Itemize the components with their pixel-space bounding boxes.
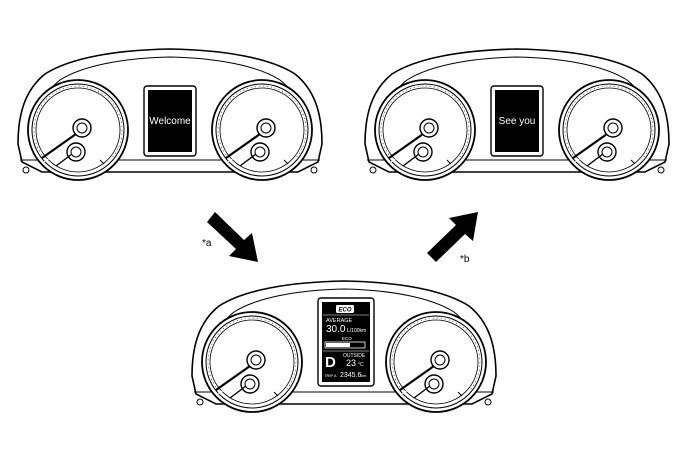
cluster-multi-info: ECO AVERAGE 30.0 L/100km ECO D OUTSIDE 2… <box>191 280 497 414</box>
eco-badge-text: ECO <box>338 308 351 314</box>
gear-indicator: D <box>325 354 336 371</box>
arrow-b-icon <box>427 212 478 262</box>
cluster-welcome: Welcome <box>17 48 323 182</box>
arrow-b: *b <box>427 212 478 265</box>
trip-value: 2345.6 <box>340 372 362 379</box>
average-unit: L/100km <box>347 328 366 334</box>
welcome-screen <box>148 90 192 152</box>
cluster-see-you: See you <box>364 48 670 182</box>
outside-temp: 23 <box>346 358 356 368</box>
trip-label: TRIP A <box>324 373 337 378</box>
eco-bar-fill <box>326 343 350 347</box>
arrow-a-icon <box>207 212 258 262</box>
outside-label: OUTSIDE <box>343 353 366 359</box>
see-you-text: See you <box>499 116 536 127</box>
eco-bar <box>324 341 366 349</box>
outside-unit: °C <box>358 362 364 368</box>
average-label: AVERAGE <box>326 318 353 324</box>
trip-unit: km <box>361 373 367 378</box>
arrow-a: *a <box>202 212 258 262</box>
arrow-a-label: *a <box>202 238 212 249</box>
eco-badge <box>336 305 354 313</box>
arrow-b-label: *b <box>460 254 470 265</box>
average-value: 30.0 <box>326 324 346 335</box>
eco-bar-label: ECO <box>342 336 352 341</box>
see-you-screen <box>495 90 539 152</box>
welcome-text: Welcome <box>149 116 191 127</box>
